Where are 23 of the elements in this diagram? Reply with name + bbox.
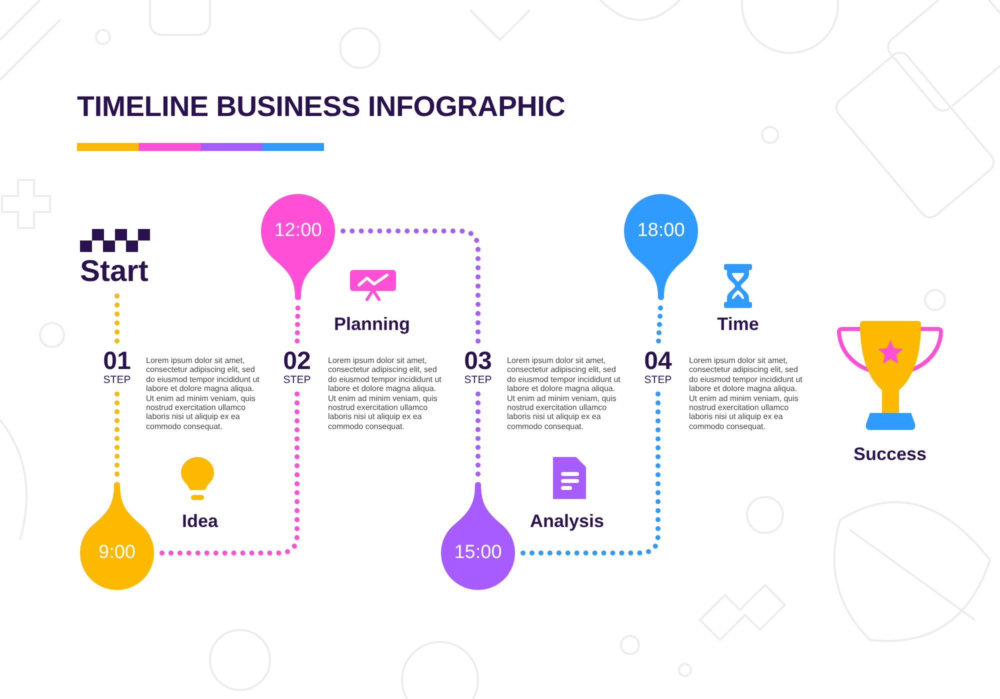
step-title: Planning [334, 314, 410, 334]
description-text: Lorem ipsum dolor sit amet, consectetur adipiscing elit, sed do eiusmod tempor incididunt ut labore et dolore magna aliqua. Ut enim ad minim veniam, quis nostrud exercitation ullamco laboris nisi ut aliquip ex ea commodo consequat. [146, 356, 260, 432]
time-label: 9:00 [98, 542, 136, 564]
description-text: Lorem ipsum dolor sit amet, consectetur adipiscing elit, sed do eiusmod tempor incididunt ut labore et dolore magna aliqua. Ut enim ad minim veniam, quis nostrud exercitation ullamco laboris nisi ut aliquip ex ea commodo consequat. [507, 356, 621, 432]
step-title: Analysis [530, 511, 604, 531]
step-label: STEP [283, 374, 311, 386]
description-text: Lorem ipsum dolor sit amet, consectetur adipiscing elit, sed do eiusmod tempor incididunt ut labore et dolore magna aliqua. Ut enim ad minim veniam, quis nostrud exercitation ullamco laboris nisi ut aliquip ex ea commodo consequat. [689, 356, 803, 432]
step-title: Time [717, 314, 759, 334]
step-number: 01 [103, 349, 131, 374]
step-label: STEP [103, 374, 131, 386]
time-label: 18:00 [637, 220, 685, 242]
start-label: Start [80, 257, 148, 287]
title: TIMELINE BUSINESS INFOGRAPHIC [77, 90, 566, 124]
time-label: 15:00 [454, 542, 502, 564]
step-title: Idea [182, 511, 218, 531]
goal-label: Success [853, 444, 927, 464]
step-number: 03 [464, 349, 492, 374]
time-label: 12:00 [274, 220, 322, 242]
step-number: 02 [283, 349, 311, 374]
step-label: STEP [464, 374, 492, 386]
description-text: Lorem ipsum dolor sit amet, consectetur adipiscing elit, sed do eiusmod tempor incididunt ut labore et dolore magna aliqua. Ut enim ad minim veniam, quis nostrud exercitation ullamco laboris nisi ut aliquip ex ea commodo consequat. [328, 356, 442, 432]
step-label: STEP [644, 374, 672, 386]
step-number: 04 [644, 349, 672, 374]
